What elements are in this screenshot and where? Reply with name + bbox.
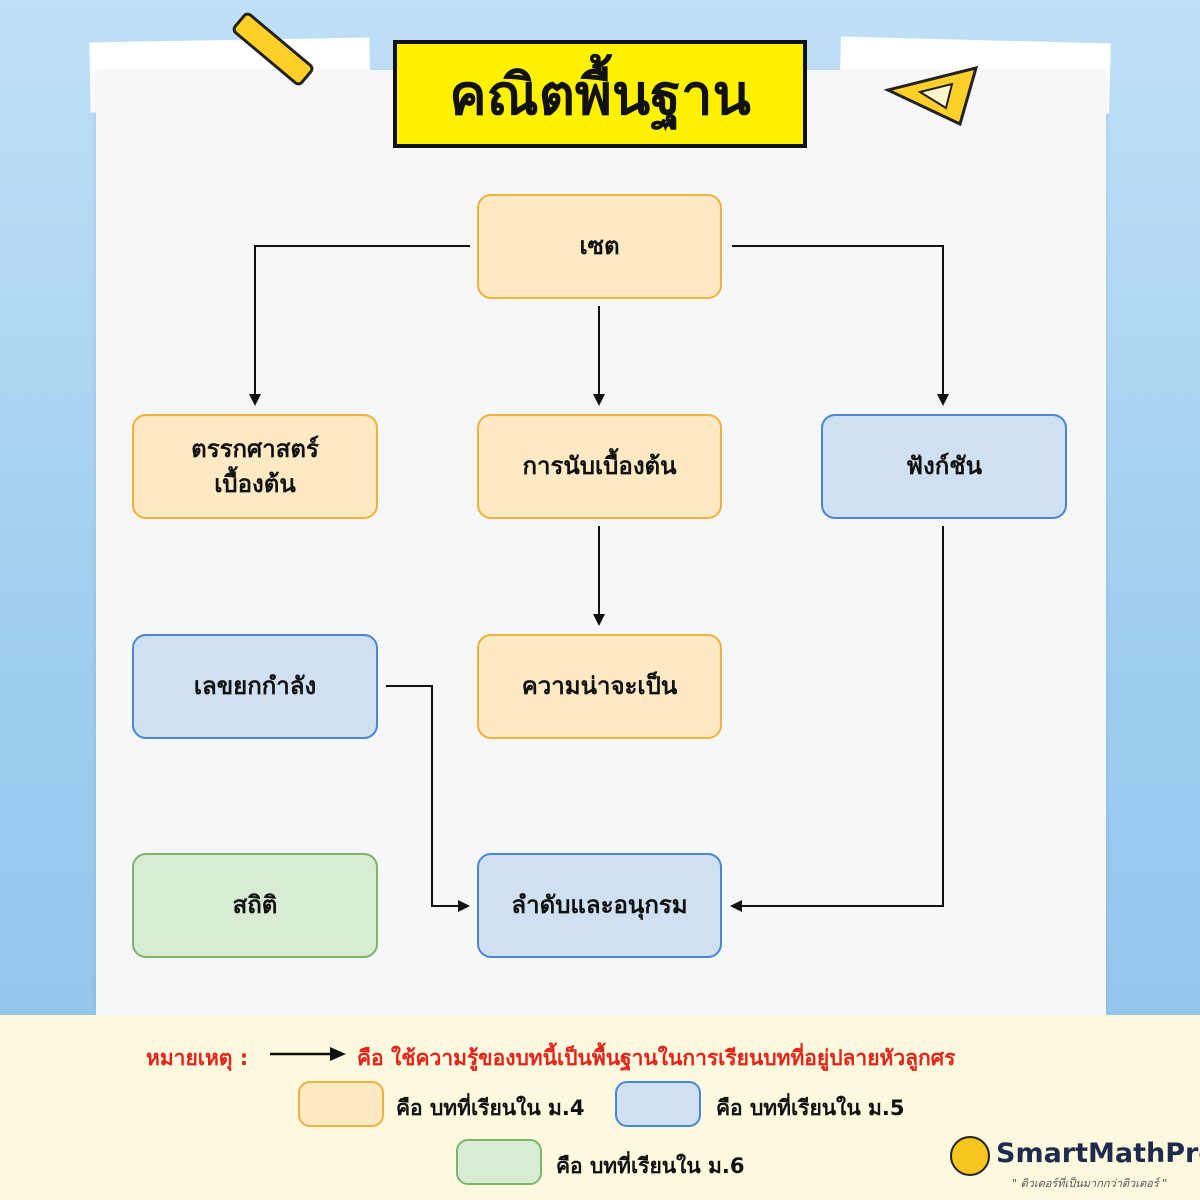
logo-tagline: " ติวเตอร์ที่เป็นมากกว่าติวเตอร์ " [1012, 1177, 1168, 1190]
edge-function-to-sequence [730, 526, 944, 912]
edge-set-to-function [732, 245, 949, 406]
node-exponent: เลขยกกำลัง [132, 634, 378, 739]
legend-arrow-description: คือ ใช้ความรู้ของบทนี้เป็นพื้นฐานในการเร… [357, 1046, 956, 1070]
node-sequence: ลำดับและอนุกรม [477, 853, 722, 958]
page-title: คณิตพื้นฐาน [393, 40, 807, 148]
legend-panel [0, 1015, 1200, 1200]
legend-swatch-m4 [298, 1081, 384, 1127]
smartmathpro-logo: SmartMathPro " ติวเตอร์ที่เป็นมากกว่าติว… [950, 1130, 1200, 1190]
node-set: เซต [477, 194, 722, 299]
node-function: ฟังก์ชัน [821, 414, 1067, 519]
set-square-icon [883, 65, 979, 127]
legend-note-label: หมายเหตุ : [146, 1046, 249, 1070]
legend-arrow-icon [270, 1047, 346, 1061]
edge-set-to-logic [249, 245, 470, 406]
legend-swatch-m6 [456, 1139, 542, 1185]
logo-name: SmartMathPro [996, 1138, 1200, 1169]
legend-label-m5: คือ บทที่เรียนใน ม.5 [716, 1096, 905, 1120]
node-probability: ความน่าจะเป็น [477, 634, 722, 739]
edge-exponent-to-sequence [386, 685, 470, 912]
legend-label-m6: คือ บทที่เรียนใน ม.6 [556, 1154, 745, 1178]
legend-label-m4: คือ บทที่เรียนใน ม.4 [396, 1096, 585, 1120]
node-counting: การนับเบื้องต้น [477, 414, 722, 519]
node-statistics: สถิติ [132, 853, 378, 958]
mascot-icon [950, 1136, 990, 1176]
legend-swatch-m5 [615, 1081, 701, 1127]
node-logic: ตรรกศาสตร์ เบื้องต้น [132, 414, 378, 519]
